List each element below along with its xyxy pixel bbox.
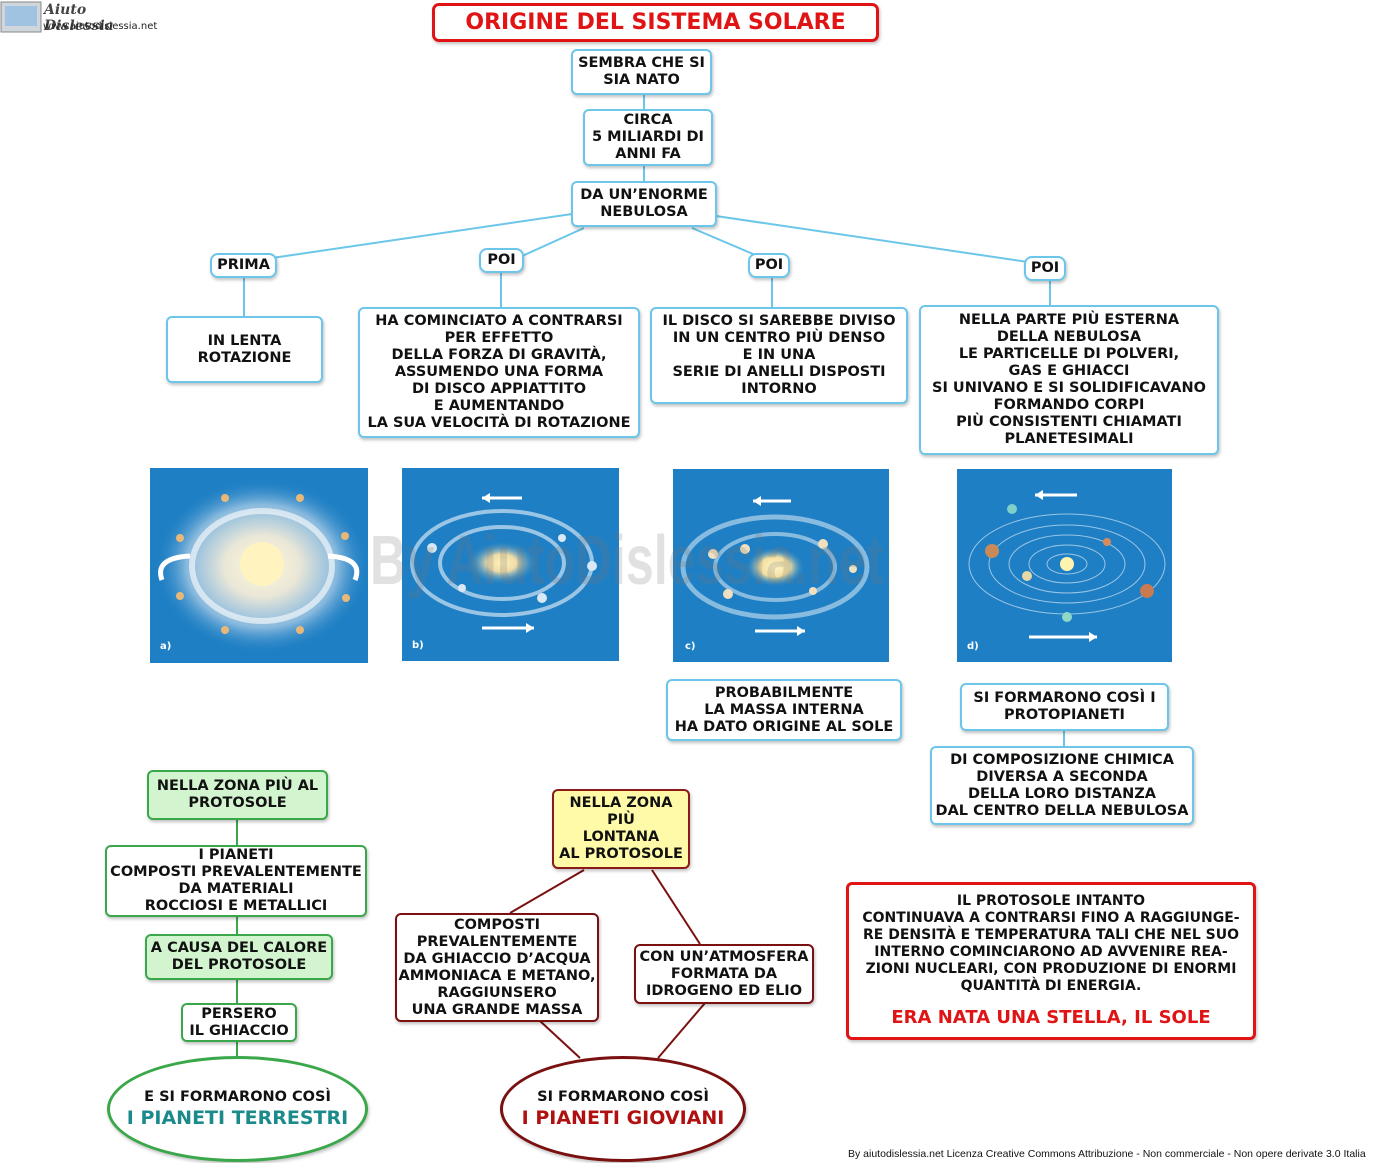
image-caption-d: d) (967, 641, 979, 652)
logo-url: www.aiutodislessia.net (43, 21, 158, 32)
protosole-conclusion: ERA NATA UNA STELLA, IL SOLE (891, 1007, 1211, 1028)
terrestrial-cause-box: A CAUSA DEL CALORE DEL PROTOSOLE (145, 934, 333, 980)
nebula-rotation-illustration (154, 478, 368, 654)
jovian-atmosphere-box: CON UN’ATMOSFERA FORMATA DA IDROGENO ED … (634, 944, 814, 1004)
nebula-image-a: a) (150, 468, 368, 663)
stage-label-poi-3: POI (1024, 256, 1066, 281)
disc-contraction-illustration (410, 493, 597, 633)
protoplanets-box: SI FORMARONO COSÌ I PROTOPIANETI (960, 683, 1169, 731)
page-title: ORIGINE DEL SISTEMA SOLARE (432, 3, 879, 42)
stage-text-planetesimals: NELLA PARTE PIÙ ESTERNA DELLA NEBULOSA L… (919, 305, 1219, 455)
jovian-result-pre: SI FORMARONO COSÌ (537, 1089, 709, 1105)
terrestrial-result-ellipse: E SI FORMARONO COSÌ I PIANETI TERRESTRI (107, 1056, 368, 1162)
logo-graphic (0, 1, 42, 33)
stage-text-rotation: IN LENTA ROTAZIONE (166, 316, 323, 383)
image-caption-c: c) (685, 641, 696, 652)
stage-text-disc: IL DISCO SI SAREBBE DIVISO IN UN CENTRO … (650, 307, 908, 404)
protosole-text: IL PROTOSOLE INTANTO CONTINUAVA A CONTRA… (862, 893, 1240, 994)
sun-origin-box: PROBABILMENTE LA MASSA INTERNA HA DATO O… (666, 679, 902, 741)
terrestrial-result-title: I PIANETI TERRESTRI (126, 1107, 349, 1129)
logo-name: Aiuto Dislessia (44, 2, 114, 34)
stage-label-poi-1: POI (479, 248, 524, 273)
jovian-result-title: I PIANETI GIOVIANI (521, 1107, 725, 1129)
chain-box-nebula: DA UN’ENORME NEBULOSA (571, 181, 717, 227)
jovian-composed-box: COMPOSTI PREVALENTEMENTE DA GHIACCIO D’A… (395, 913, 599, 1022)
stage-label-prima: PRIMA (210, 253, 277, 278)
chain-box-born: SEMBRA CHE SI SIA NATO (571, 49, 712, 95)
stage-label-poi-2: POI (748, 253, 790, 278)
nebula-image-c: c) (673, 469, 889, 662)
terrestrial-result-pre: E SI FORMARONO COSÌ (144, 1089, 331, 1105)
protosole-box: IL PROTOSOLE INTANTO CONTINUAVA A CONTRA… (846, 882, 1256, 1040)
disc-rings-illustration (680, 496, 870, 636)
nebula-image-d: d) (957, 469, 1172, 662)
protoplanets-illustration (968, 490, 1166, 642)
image-caption-a: a) (160, 641, 172, 652)
terrestrial-composed-box: I PIANETI COMPOSTI PREVALENTEMENTE DA MA… (105, 845, 367, 917)
image-caption-b: b) (412, 640, 424, 651)
composition-box: DI COMPOSIZIONE CHIMICA DIVERSA A SECOND… (930, 746, 1194, 825)
terrestrial-lost-ice-box: PERSERO IL GHIACCIO (181, 1003, 297, 1042)
stage-text-contraction: HA COMINCIATO A CONTRARSI PER EFFETTO DE… (358, 307, 640, 438)
aiutodislessia-logo: Aiuto Dislessia www.aiutodislessia.net (0, 0, 157, 36)
chain-box-time: CIRCA 5 MILIARDI DI ANNI FA (583, 109, 713, 166)
jovian-zone-box: NELLA ZONA PIÙ LONTANA AL PROTOSOLE (552, 789, 690, 869)
license-footer: By aiutodislessia.net Licenza Creative C… (848, 1148, 1366, 1160)
terrestrial-zone-box: NELLA ZONA PIÙ AL PROTOSOLE (147, 770, 328, 820)
nebula-image-b: b) (402, 468, 619, 661)
jovian-result-ellipse: SI FORMARONO COSÌ I PIANETI GIOVIANI (500, 1056, 746, 1162)
